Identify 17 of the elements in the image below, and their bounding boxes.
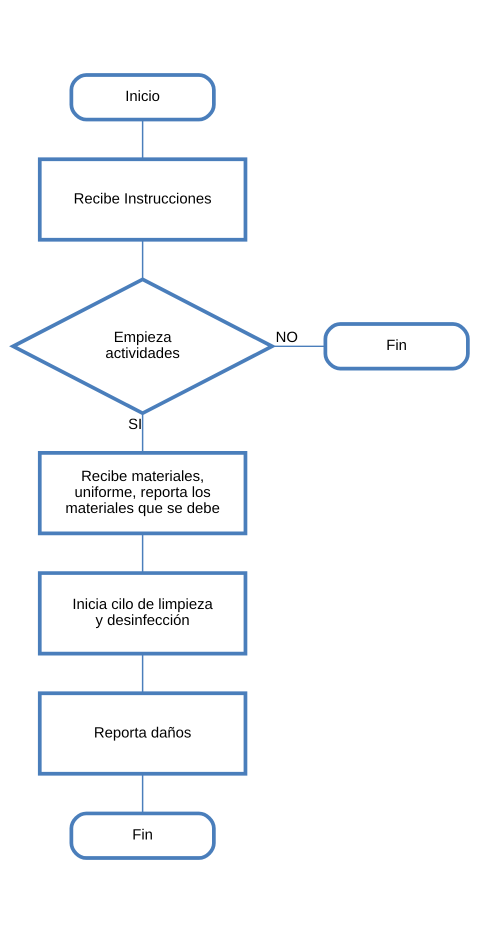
node-box: Fin [70, 811, 216, 860]
node-box: Recibe materiales, uniforme, reporta los materiales que se debe [38, 450, 248, 535]
node-box: Inicio [70, 72, 216, 121]
node-box: Inicia cilo de limpieza y desinfección [38, 570, 248, 655]
node-diamond: Empieza actividades [9, 276, 276, 415]
connector [142, 119, 144, 158]
node-box: Recibe Instrucciones [38, 156, 248, 242]
connector [142, 653, 144, 692]
connector [142, 533, 144, 572]
edge-label: SI [128, 416, 142, 433]
connector [142, 412, 144, 452]
edge-label: NO [276, 330, 298, 346]
connector [142, 239, 144, 279]
connector [272, 345, 326, 347]
connector [142, 774, 144, 813]
node-box: Reporta daños [38, 690, 248, 776]
node-box: Fin [324, 322, 470, 370]
